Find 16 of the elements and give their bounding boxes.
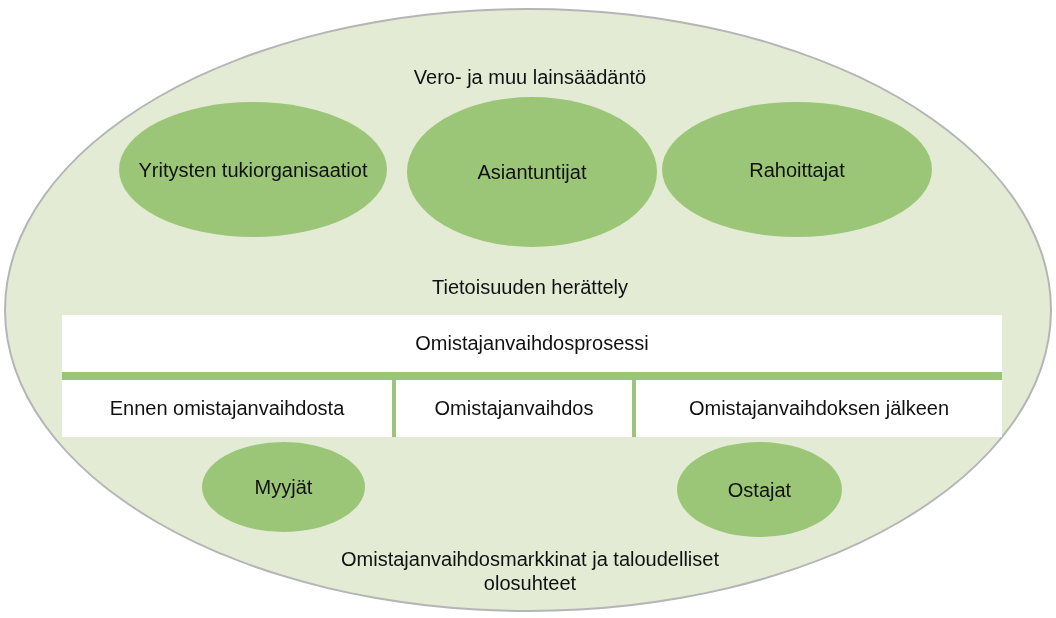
node-label: Myyjät (254, 475, 313, 499)
node-label: Omistajanvaihdos (433, 396, 595, 420)
node-label: Yritysten tukiorganisaatiot (138, 157, 368, 182)
table-heading: Omistajanvaihdosprosessi (414, 331, 650, 355)
node-label: Ennen omistajanvaihdosta (108, 396, 346, 420)
phase-cell (396, 380, 632, 437)
node-label: Asiantuntijat (477, 160, 587, 184)
process-table (62, 315, 1002, 437)
context-label: Omistajanvaihdosmarkkinat ja taloudelliset olosuhteet (340, 547, 720, 595)
node-label: Rahoittajat (749, 157, 845, 182)
context-label: Vero- ja muu lainsäädäntö (412, 65, 648, 89)
context-label: Tietoisuuden herättely (430, 275, 629, 299)
node-label: Ostajat (727, 477, 792, 502)
phase-cell (636, 380, 1002, 437)
node-label: Omistajanvaihdoksen jälkeen (687, 396, 951, 420)
phase-cell (62, 380, 392, 437)
